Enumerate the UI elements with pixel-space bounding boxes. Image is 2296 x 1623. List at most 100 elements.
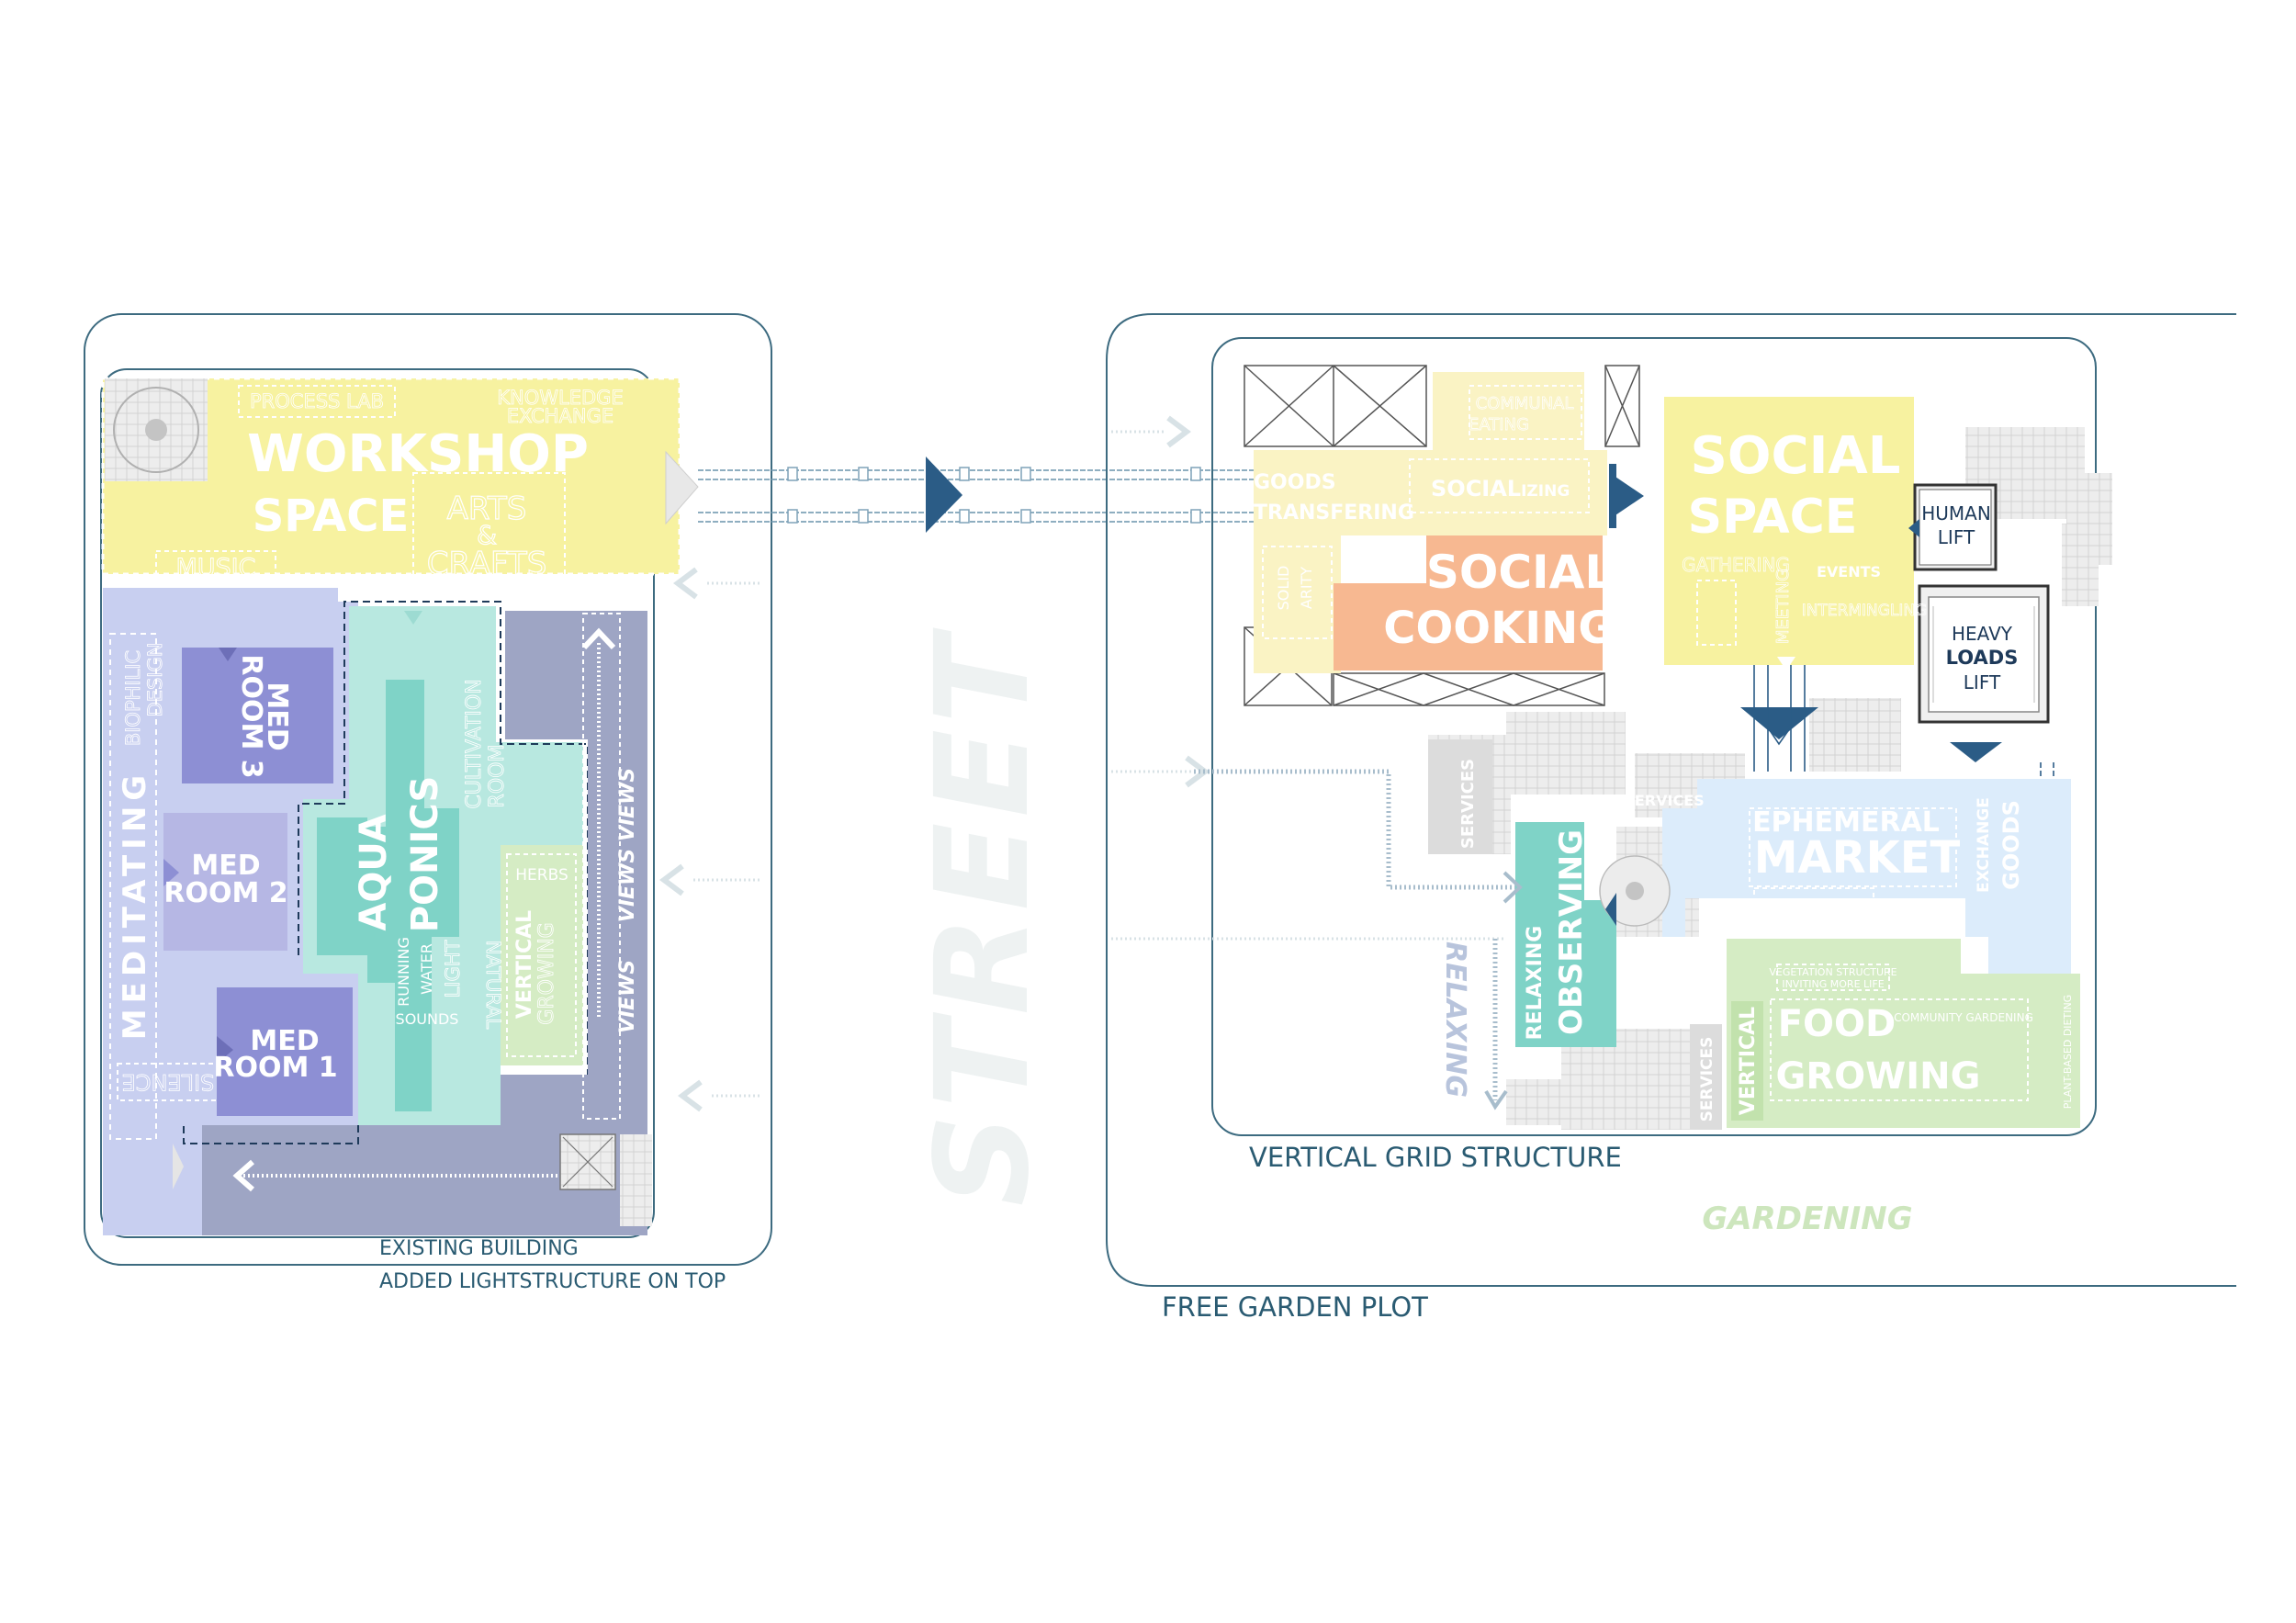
transfering-label: TRANSFERING [1254,502,1414,524]
socializing-label: SOCIALIZING [1431,476,1570,502]
med-room-3-arrow-icon [219,648,237,661]
views-up-arrow-icon [581,627,616,650]
left-edge-arrow-icon [173,1144,184,1189]
drop-lines [1753,665,1806,772]
views-zone [202,611,647,1235]
spiral-core [145,419,167,441]
eating-label: EATING [1469,415,1529,434]
spiral-stair-icon [113,387,199,473]
stair-left [620,1134,652,1226]
goods-transfering-zone [1254,372,1607,673]
vertical-grid-outline [1211,337,2097,1136]
med-room-2-arrow-icon [163,859,179,886]
heavy-loads-label-1: HEAVY [1952,623,2013,645]
vegetation-label-1: VEGETATION STRUCTURE [1769,966,1896,978]
cultivation-label: CULTIVATION [463,679,486,808]
bottom-left-arrow-icon [232,1159,254,1192]
route-1 [1194,769,1515,890]
vegetation-label-2: INVITING MORE LIFE [1782,978,1884,990]
vertical-grid-caption: VERTICAL GRID STRUCTURE [1249,1142,1622,1173]
plant-based-label: PLANT-BASED DIETING [2062,995,2074,1109]
street-label: STREET [908,627,1058,1206]
community-gardening-label: COMMUNITY GARDENING [1894,1011,2033,1024]
med-room-1 [217,987,353,1116]
aquaponics-core-left [317,817,367,955]
human-lift [1908,483,1998,571]
med-room-2 [163,813,287,951]
building-outer-outline [84,313,772,1266]
light-label: LIGHT [442,940,464,997]
views-label-2: VIEWS VIEWS [616,768,639,922]
running-label: RUNNING [395,937,412,1007]
social-space-zone [1664,397,1914,665]
room-label: ROOM [486,745,509,808]
social-space-title-2: SPACE [1688,490,1858,545]
vegetation-box [1776,964,1890,991]
knowledge-label: KNOWLEDGE [497,387,623,409]
ponics-label: PONICS [404,776,446,933]
socializing-b: IZING [1521,482,1570,501]
arrow-left-1-icon [673,567,698,600]
herbs-inner-box [506,853,577,1057]
heavy-loads-label-3: LIFT [1964,671,2001,693]
street-arrows-left [659,567,762,1112]
med-room-2-label-a: MED [191,850,260,882]
lightstructure-outline [298,601,589,1079]
arts-label: ARTS [447,490,527,527]
herbs-label: HERBS [515,866,568,885]
social-space-title-1: SOCIAL [1691,426,1901,486]
drop-arrow-2-icon [1950,742,2002,762]
heavy-loads-label-2: LOADS [1946,647,2019,669]
bridge-arrow-icon [926,456,962,533]
free-garden-plot-caption: FREE GARDEN PLOT [1162,1291,1428,1323]
arts-crafts-box [412,472,566,584]
events-label: EVENTS [1817,563,1881,580]
med-room-3 [182,648,333,783]
human-lift-arrow-icon [1908,519,1919,537]
socializing-a: SOCIAL [1431,476,1521,502]
garden-plot [1106,313,2236,1287]
natural-label: NATURAL [482,941,504,1030]
services-block-1 [1428,739,1492,854]
sounds-label: SOUNDS [396,1010,459,1028]
arity-label: ARITY [1298,567,1315,610]
space-title: SPACE [253,490,410,542]
food-growing-box [1770,998,2029,1101]
aqua-label: AQUA [353,814,395,930]
social-cooking-title-1: SOCIAL [1426,546,1614,599]
route-1-arrow-icon [1503,871,1523,904]
services-label-2: SERVICES [1624,792,1704,809]
med-room-3-label-b: ROOM 3 [235,654,267,778]
market-label: MARKET [1754,832,1961,884]
arrow-right-1-icon [1166,415,1191,448]
vertical-strip [1731,1001,1763,1121]
heavy-loads-lift [1918,584,2050,724]
water-label: WATER [418,943,435,995]
bridge-nodes [787,467,1201,524]
market-sub-box [1753,887,1874,909]
social-cooking-zone [1334,535,1603,671]
gathering-box [1696,580,1737,646]
growing-label-right: GROWING [1776,1055,1981,1098]
socializing-box [1409,458,1590,513]
silence-label: SILENCE [122,1069,215,1095]
relaxing-label: RELAXING [1439,941,1471,1098]
observing-zone [1515,822,1616,1047]
cooking-bar [1609,464,1616,528]
med-room-1-arrow-icon [217,1036,233,1064]
services-label-3: SERVICES [1698,1037,1716,1122]
med-room-3-label-a: MED [261,682,293,750]
views-strip [582,613,621,1120]
observing-arrow-icon [1605,893,1616,926]
route-2-arrow-icon [1484,1089,1508,1110]
garden-plot-outline [1106,313,2236,1287]
views-label-1: VIEWS [616,960,639,1033]
vertical-label-right: VERTICAL [1737,1007,1760,1115]
meditating-strip [109,633,157,1140]
bridge [698,456,1254,533]
existing-building: PROCESS LAB KNOWLEDGE EXCHANGE WORKSHOP … [84,313,772,1293]
exchange-label: EXCHANGE [507,405,613,427]
gathering-label: GATHERING [1682,554,1790,576]
ephemeral-market-zone [1662,779,2071,974]
process-lab-label: PROCESS LAB [250,390,384,412]
